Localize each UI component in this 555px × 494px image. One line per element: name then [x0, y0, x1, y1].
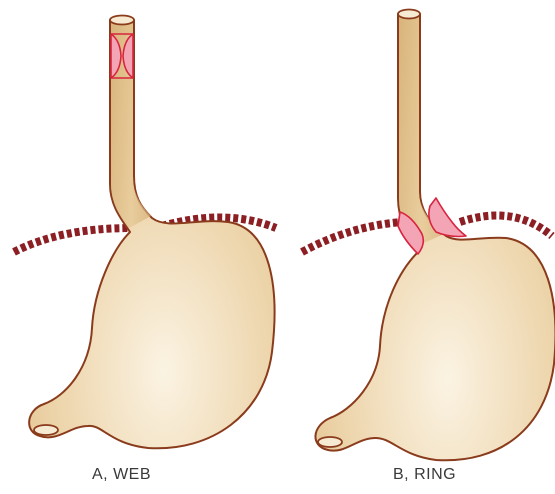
esophagus-opening [110, 16, 134, 25]
esophagus-stomach [29, 20, 274, 448]
caption-b: B, RING [393, 466, 456, 484]
diaphragm-left [302, 222, 402, 252]
panel-b-ring [302, 10, 555, 461]
pylorus-opening [34, 425, 58, 435]
esophagus-opening [398, 10, 420, 19]
pylorus-opening [318, 437, 342, 447]
diaphragm-right [460, 216, 552, 236]
ring-lesion-right [429, 198, 466, 237]
diaphragm-left [14, 228, 132, 252]
caption-a: A, WEB [92, 466, 151, 484]
panel-a-web [14, 16, 276, 449]
